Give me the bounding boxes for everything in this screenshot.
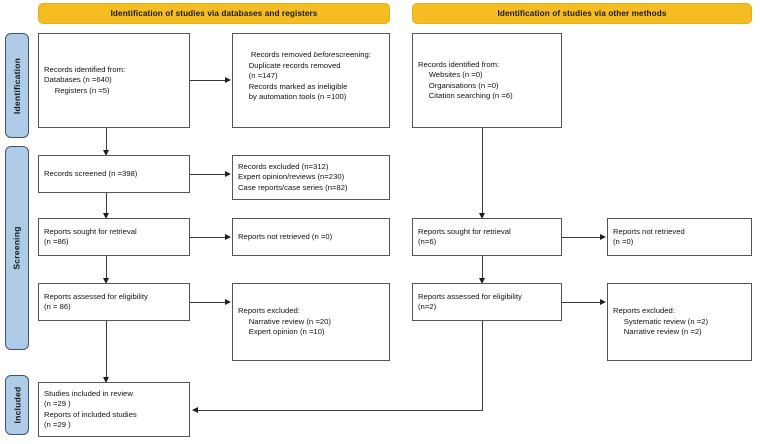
arrowhead-assessed-to-excluded-right <box>600 298 606 305</box>
connector-screened-to-excluded <box>190 174 225 175</box>
connector-assessed-to-excluded-left <box>190 302 225 303</box>
connector-right-to-included-vertical <box>482 321 483 410</box>
stage-label-identification: Identification <box>12 57 22 114</box>
box-reports-assessed-left: Reports assessed for eligibility (n = 86… <box>38 283 190 321</box>
banner-databases-label: Identification of studies via databases … <box>110 9 318 18</box>
box-reports-excluded-right: Reports excluded: Systematic review (n =… <box>607 283 752 361</box>
arrowhead-assessed-to-included <box>102 377 109 383</box>
arrowhead-sought-to-notretrieved-right <box>600 233 606 240</box>
stage-tab-identification: Identification <box>5 33 29 138</box>
stage-tab-included: Included <box>5 375 29 435</box>
records-removed-prefix: Records removed <box>250 50 314 60</box>
box-reports-sought-right: Reports sought for retrieval (n=6) <box>412 218 562 256</box>
box-records-identified-other: Records identified from: Websites (n =0)… <box>412 33 562 128</box>
arrowhead-identified-to-removed <box>225 76 231 83</box>
reports-sought-left-text: Reports sought for retrieval (n =86) <box>44 226 137 246</box>
reports-sought-right-text: Reports sought for retrieval (n=6) <box>418 226 511 246</box>
connector-identified-to-removed <box>190 80 225 81</box>
records-identified-other-text: Records identified from: Websites (n =0)… <box>418 59 513 100</box>
stage-tab-screening: Screening <box>5 146 29 350</box>
connector-assessed-to-included <box>106 321 107 377</box>
reports-excluded-left-text: Reports excluded: Narrative review (n =2… <box>238 306 331 337</box>
box-records-excluded: Records excluded (n=312) Expert opinion/… <box>232 155 390 200</box>
box-records-removed: Records removed beforescreening: Duplica… <box>232 33 390 128</box>
reports-excluded-right-text: Reports excluded: Systematic review (n =… <box>613 306 709 337</box>
connector-sought-to-notretrieved-right <box>562 237 600 238</box>
banner-other-methods: Identification of studies via other meth… <box>412 3 752 24</box>
box-records-screened: Records screened (n =398) <box>38 155 190 193</box>
arrowhead-right-to-included <box>192 406 198 413</box>
connector-assessed-to-excluded-right <box>562 302 600 303</box>
records-removed-emphasis: before <box>313 50 336 60</box>
reports-assessed-left-text: Reports assessed for eligibility (n = 86… <box>44 291 148 311</box>
arrowhead-identified-other-to-sought <box>478 213 485 219</box>
arrowhead-assessed-to-excluded-left <box>225 298 231 305</box>
banner-databases-registers: Identification of studies via databases … <box>38 3 390 24</box>
records-removed-body: screening: Duplicate records removed (n … <box>248 50 371 102</box>
connector-identified-to-screened <box>106 128 107 150</box>
connector-sought-to-assessed-left <box>106 256 107 278</box>
connector-screened-to-sought <box>106 193 107 213</box>
arrowhead-sought-to-assessed-right <box>478 278 485 284</box>
box-reports-excluded-left: Reports excluded: Narrative review (n =2… <box>232 283 390 361</box>
arrowhead-sought-to-assessed-left <box>102 278 109 284</box>
arrowhead-sought-to-notretrieved-left <box>225 233 231 240</box>
studies-included-text: Studies included in review (n =29 ) Repo… <box>44 388 137 429</box>
arrowhead-identified-to-screened <box>102 150 109 156</box>
reports-not-retrieved-left-text: Reports not retrieved (n =0) <box>238 231 333 241</box>
records-excluded-text: Records excluded (n=312) Expert opinion/… <box>238 161 348 192</box>
reports-assessed-right-text: Reports assessed for eligibility (n=2) <box>418 291 522 311</box>
box-reports-not-retrieved-left: Reports not retrieved (n =0) <box>232 218 390 256</box>
connector-sought-to-notretrieved-left <box>190 237 225 238</box>
connector-identified-other-to-sought <box>482 128 483 213</box>
box-reports-sought-left: Reports sought for retrieval (n =86) <box>38 218 190 256</box>
records-identified-text: Records identified from: Databases (n =6… <box>44 64 126 95</box>
box-records-identified: Records identified from: Databases (n =6… <box>38 33 190 128</box>
records-removed-text: Records removed beforescreening: Duplica… <box>238 34 371 113</box>
box-reports-not-retrieved-right: Reports not retrieved (n =0) <box>607 218 752 256</box>
stage-label-included: Included <box>12 386 22 424</box>
reports-not-retrieved-right-text: Reports not retrieved (n =0) <box>613 226 685 246</box>
box-studies-included: Studies included in review (n =29 ) Repo… <box>38 382 190 437</box>
arrowhead-screened-to-excluded <box>225 170 231 177</box>
connector-sought-to-assessed-right <box>482 256 483 278</box>
banner-other-label: Identification of studies via other meth… <box>497 9 667 18</box>
stage-label-screening: Screening <box>12 226 23 270</box>
connector-right-to-included-horizontal <box>198 410 483 411</box>
records-screened-text: Records screened (n =398) <box>44 168 138 178</box>
box-reports-assessed-right: Reports assessed for eligibility (n=2) <box>412 283 562 321</box>
arrowhead-screened-to-sought <box>102 213 109 219</box>
